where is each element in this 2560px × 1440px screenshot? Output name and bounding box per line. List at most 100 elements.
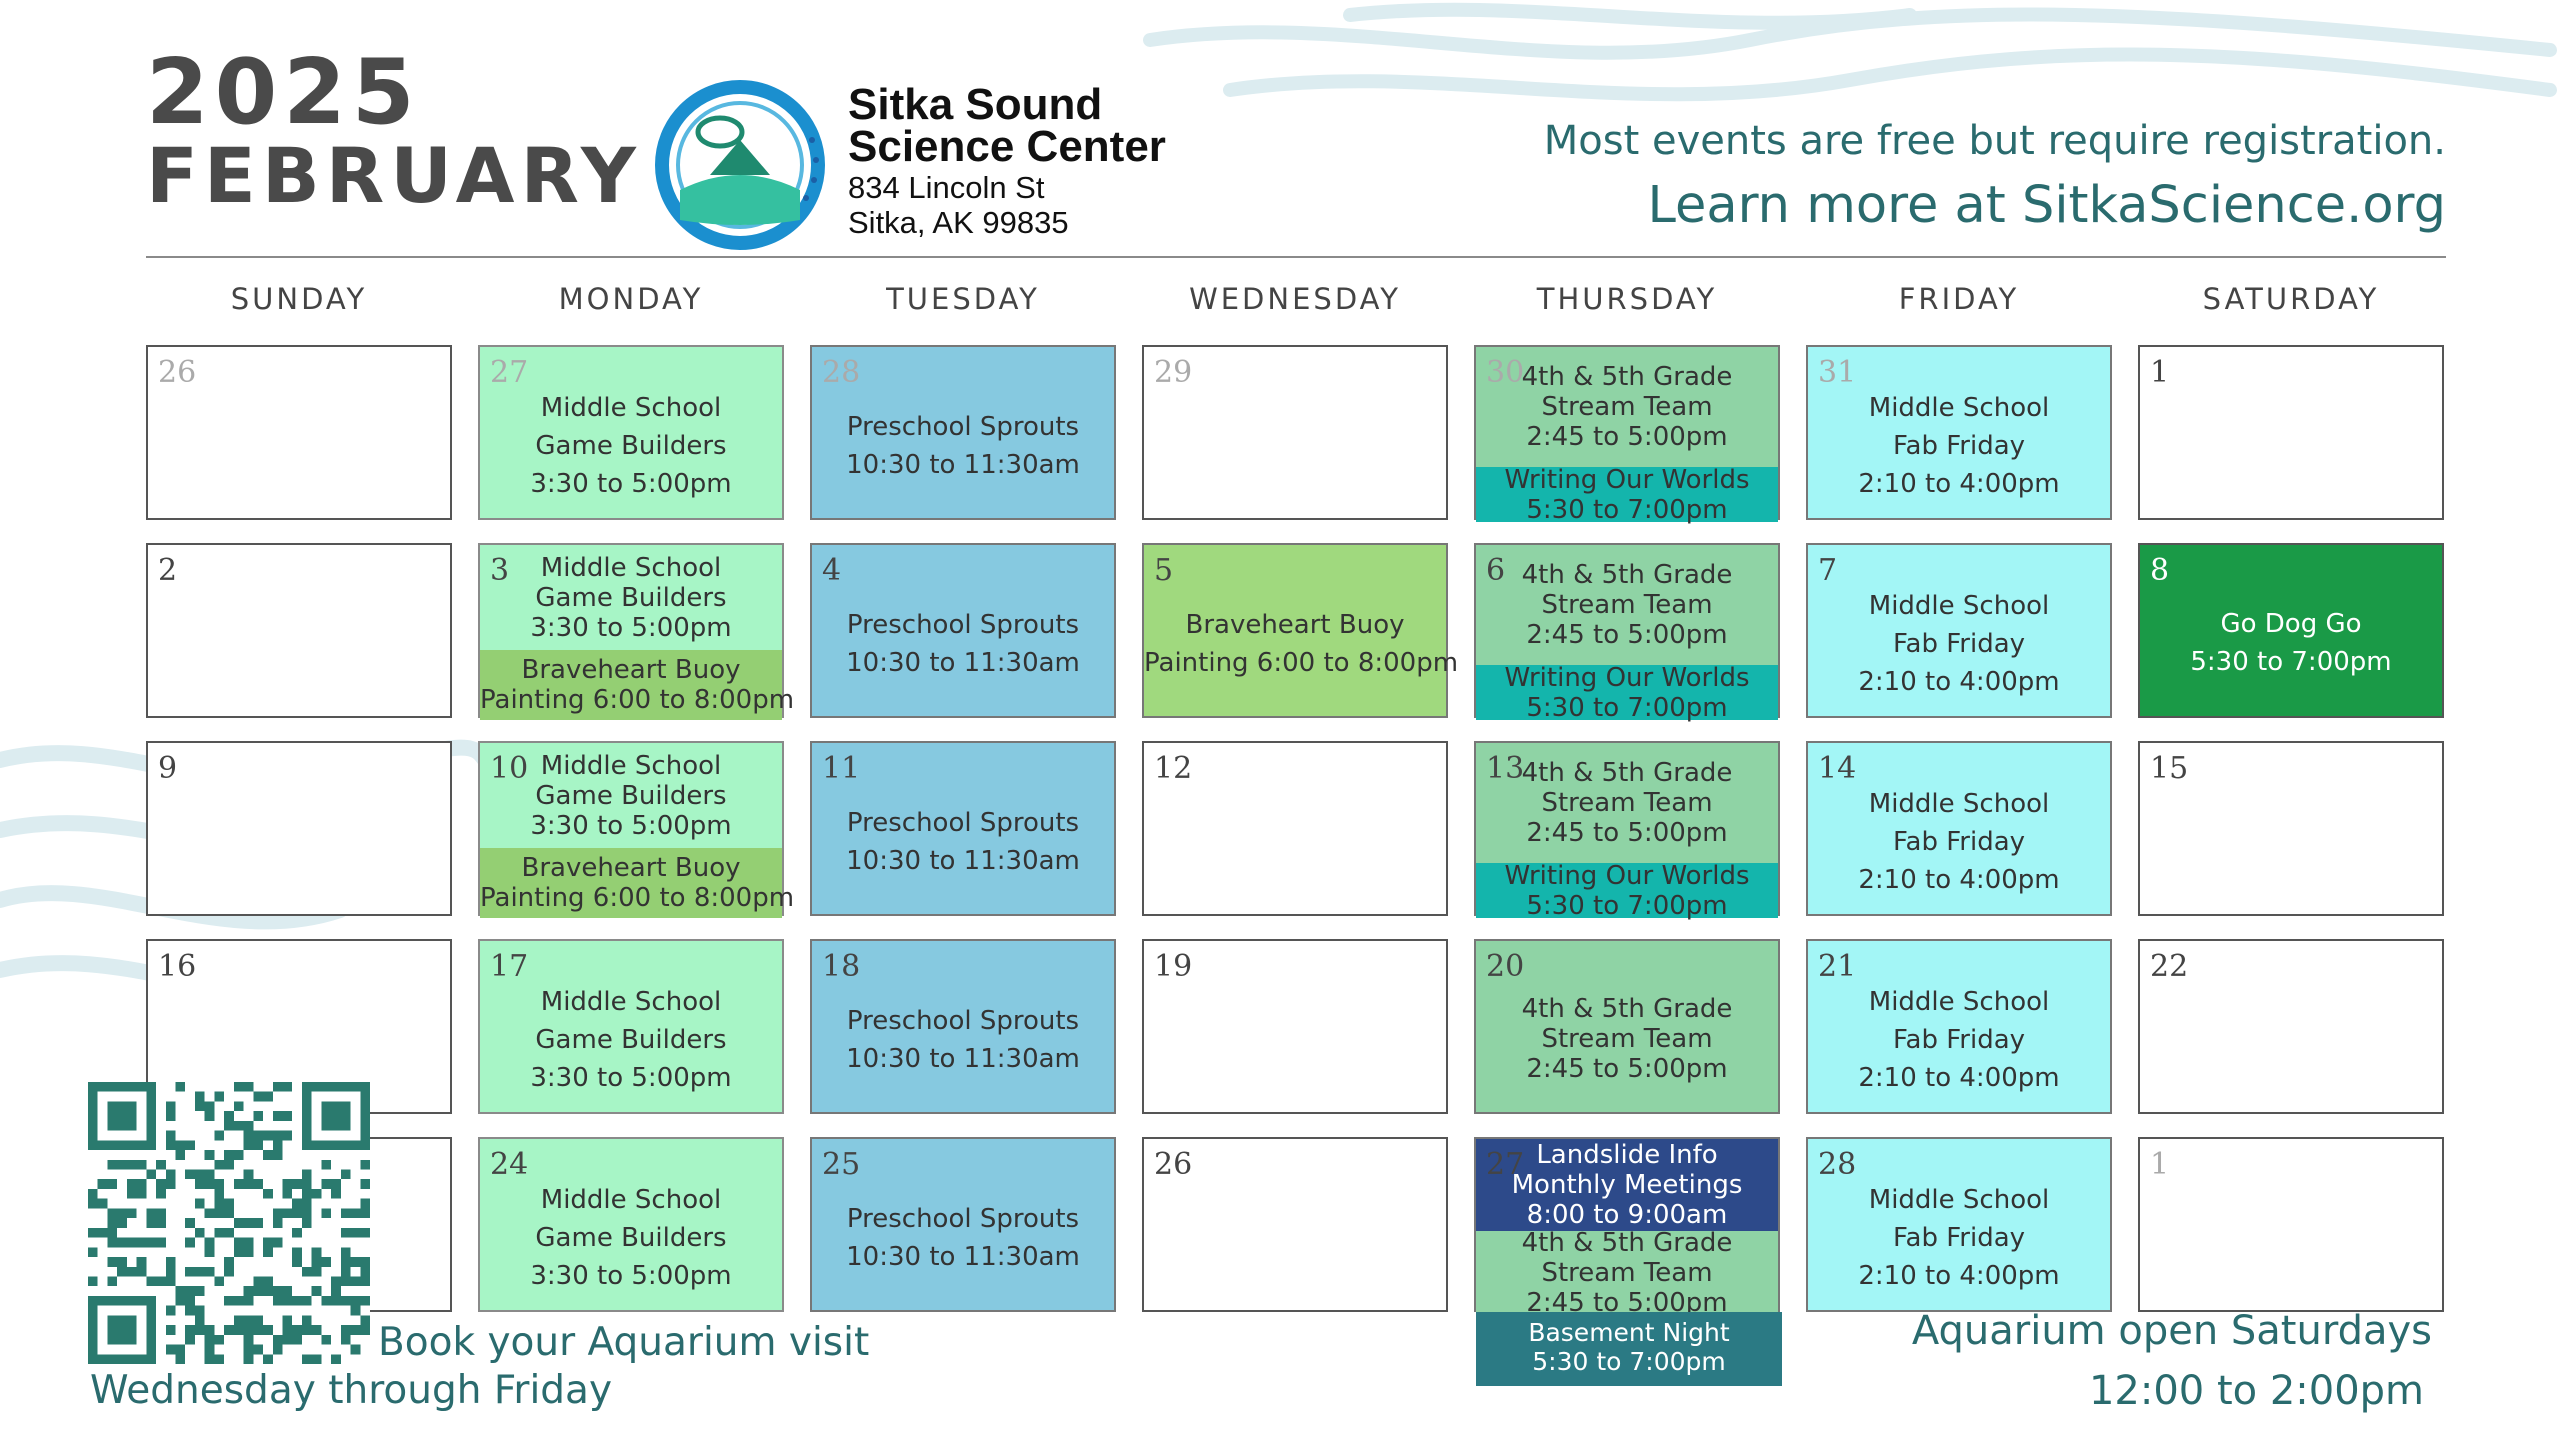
day-cell[interactable]: 9 [146,741,452,916]
event-text-line: Painting 6:00 to 8:00pm [480,685,795,715]
event-text-line: Braveheart Buoy [521,655,741,685]
day-number: 18 [822,949,861,984]
learn-more-link[interactable]: Learn more at SitkaScience.org [1647,176,2446,235]
book-aquarium-line2: Wednesday through Friday [90,1368,613,1413]
day-cell[interactable]: 29 [1142,345,1448,520]
qr-code-icon[interactable] [88,1082,370,1364]
day-cell[interactable]: 26 [1142,1137,1448,1312]
day-cell[interactable]: 22 [2138,939,2444,1114]
address-line2: Sitka, AK 99835 [848,205,1069,240]
event-text-line: 2:10 to 4:00pm [1858,1062,2060,1093]
event-text-line: Preschool Sprouts [846,1203,1080,1234]
event-text-line: 2:10 to 4:00pm [1858,468,2060,499]
event-text-line: Game Builders [535,1222,727,1253]
day-number: 12 [1154,751,1193,786]
day-cell[interactable]: 12 [1142,741,1448,916]
day-number: 6 [1486,553,1506,588]
day-cell[interactable]: 1 [2138,345,2444,520]
event-text-line: 4th & 5th Grade [1521,362,1733,392]
day-number: 26 [158,355,197,390]
day-number: 24 [490,1147,529,1182]
day-cell[interactable]: 2 [146,543,452,718]
event-text-line: Preschool Sprouts [846,411,1080,442]
event-text-line: Stream Team [1541,1023,1713,1054]
day-number: 10 [490,751,529,786]
event-text-line: Game Builders [535,780,727,811]
day-number: 30 [1486,355,1525,390]
event-text-line: 3:30 to 5:00pm [530,810,732,841]
address-line1: 834 Lincoln St [848,170,1045,205]
event-text-line: 5:30 to 7:00pm [1526,692,1728,723]
day-number: 7 [1818,553,1838,588]
header-divider [146,256,2446,258]
event-text-line: Middle School [1868,1184,2050,1215]
event-text-line: 3:30 to 5:00pm [530,1260,732,1291]
day-cell[interactable]: 1 [2138,1137,2444,1312]
event-text-line: Preschool Sprouts [846,807,1080,838]
event-text-line: Monthly Meetings [1511,1170,1743,1200]
day-number: 26 [1154,1147,1193,1182]
day-cell[interactable]: 19 [1142,939,1448,1114]
event-text-line: Stream Team [1541,1257,1713,1288]
event-text-line: 4th & 5th Grade [1521,1227,1733,1258]
day-cell[interactable]: 15 [2138,741,2444,916]
org-name-line1: Sitka Sound [848,80,1103,129]
day-cell[interactable]: 26 [146,345,452,520]
event-text-line: Middle School [1868,986,2050,1017]
aquarium-hours-line2: 12:00 to 2:00pm [2088,1368,2424,1414]
event-text-line: 3:30 to 5:00pm [530,1062,732,1093]
event-text-line: Stream Team [1541,590,1713,620]
